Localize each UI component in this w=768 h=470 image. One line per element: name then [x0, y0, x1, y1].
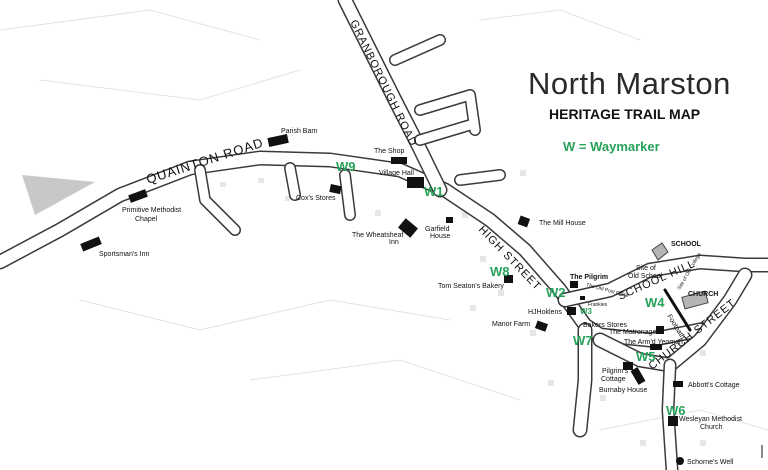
- schornes-well-marker: [676, 457, 684, 465]
- pilgrims-cottage-label-1: Pilgrim's: [602, 368, 629, 375]
- waymarker-w1: W1: [424, 184, 444, 199]
- church-label: CHURCH: [688, 291, 718, 298]
- wesleyan-building: [668, 416, 678, 426]
- tom-seatons-label: Tom Seaton's Bakery: [438, 283, 504, 290]
- primitive-methodist-label-1: Primitive Methodist: [122, 207, 181, 214]
- legend-waymarker: W = Waymarker: [563, 139, 660, 154]
- mill-house-building: [517, 215, 531, 228]
- schornes-well-label: Schorne's Well: [687, 459, 734, 466]
- village-hall-building: [407, 177, 424, 188]
- garfield-label-1: Garfield: [425, 226, 450, 233]
- pilgrim-building: [570, 281, 578, 288]
- wheatsheaf-label-2: Inn: [389, 239, 399, 246]
- armd-yeoman-building: [650, 344, 662, 350]
- shaded-field: [22, 175, 95, 215]
- old-school-label-1: Site of: [636, 265, 656, 272]
- waymarkers: W1 W2 W3 W4 W5 W6 W7 W8 W9: [336, 159, 686, 418]
- abbotts-cottage-building: [673, 381, 683, 387]
- old-school-label-2: Old School: [628, 273, 663, 280]
- waymarker-w2: W2: [546, 285, 566, 300]
- manor-farm-label: Manor Farm: [492, 321, 530, 328]
- pilgrims-cottage-building: [623, 362, 633, 370]
- primitive-methodist-label-2: Chapel: [135, 216, 158, 223]
- small-post-building: [580, 296, 585, 300]
- place-labels: Parish Barn The Shop Village Hall Cox's …: [99, 128, 742, 466]
- waymarker-w9: W9: [336, 159, 356, 174]
- the-pilgrim-label: The Pilgrim: [570, 274, 608, 281]
- map-subtitle: HERITAGE TRAIL MAP: [549, 106, 701, 122]
- bakers-stores-label: Bakers Stores: [583, 322, 627, 329]
- waymarker-w5: W5: [636, 349, 656, 364]
- coxs-stores-label: Cox's Stores: [296, 195, 336, 202]
- mill-house-label: The Mill House: [539, 220, 586, 227]
- church-building: [681, 290, 709, 310]
- wesleyan-label-2: Church: [700, 424, 723, 431]
- burnaby-house-building: [630, 367, 646, 385]
- map-title: North Marston: [528, 66, 731, 101]
- pilgrims-cottage-label-2: Cottage: [601, 376, 626, 383]
- parish-barn-building: [267, 134, 289, 147]
- waymarker-w4: W4: [645, 295, 665, 310]
- primitive-methodist-building: [128, 189, 148, 203]
- sportsmans-inn-label: Sportsman's Inn: [99, 251, 149, 258]
- waymarker-w7: W7: [573, 333, 593, 348]
- sportsmans-inn-building: [80, 236, 102, 252]
- matronage-label: The Matronage: [609, 329, 657, 336]
- hjhoklens-label: HJHoklens: [528, 309, 562, 316]
- matronage-building: [656, 326, 664, 334]
- abbotts-cottage-label: Abbott's Cottage: [688, 382, 740, 389]
- the-shop-label: The Shop: [374, 148, 404, 155]
- waymarker-w8: W8: [490, 264, 510, 279]
- waymarker-w6: W6: [666, 403, 686, 418]
- background-plots: [0, 9, 768, 431]
- buildings: [80, 134, 684, 465]
- school-label: SCHOOL: [671, 241, 702, 248]
- footpath: [663, 288, 692, 332]
- village-hall-label: Village Hall: [379, 170, 414, 177]
- burnaby-house-label: Burnaby House: [599, 387, 647, 394]
- wheatsheaf-building: [398, 218, 418, 238]
- school-building: [651, 242, 669, 261]
- manor-farm-building: [534, 320, 549, 332]
- wesleyan-label-1: Wesleyan Methodist: [679, 416, 742, 423]
- the-shop-building: [391, 157, 407, 164]
- hjhoklens-building: [567, 307, 576, 315]
- garfield-building: [446, 217, 453, 223]
- parish-barn-label: Parish Barn: [281, 128, 318, 135]
- tom-seaton-building: [504, 275, 513, 283]
- waymarker-w3: W3: [580, 307, 593, 316]
- wheatsheaf-label-1: The Wheatsheaf: [352, 232, 403, 239]
- grey-buildings: [651, 242, 709, 310]
- coxs-stores-building: [329, 184, 342, 195]
- frankies-label: Frankies: [588, 302, 608, 308]
- granborough-road-label: GRANBOROUGH ROAD: [347, 18, 419, 149]
- garfield-label-2: House: [430, 233, 450, 240]
- armd-yeoman-label: The Arm'd Yeoman: [624, 339, 683, 346]
